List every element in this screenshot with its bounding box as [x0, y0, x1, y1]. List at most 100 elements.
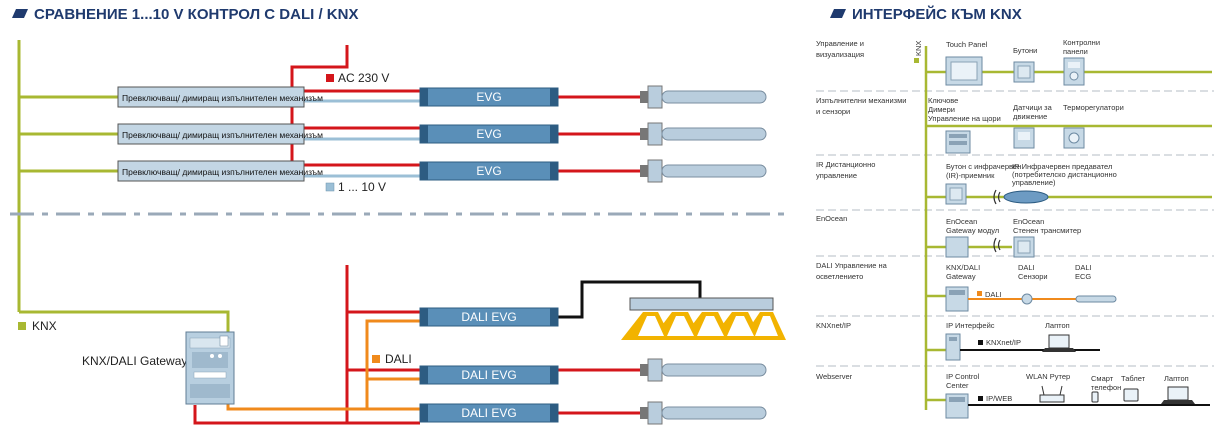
- gateway-label: KNX/DALI Gateway: [82, 354, 187, 368]
- svg-text:EVG: EVG: [476, 164, 501, 178]
- laptop-icon: [1161, 386, 1195, 404]
- ip-interface-device: [945, 333, 961, 361]
- evg-ballast-1: EVG: [419, 87, 559, 107]
- push-button-device: [1013, 61, 1035, 83]
- svg-text:DALI EVG: DALI EVG: [461, 310, 516, 324]
- lamp-tube-2: [640, 122, 767, 146]
- lamp-tube-3: [640, 159, 767, 183]
- category-list: Управление и визуализация Изпълнителни м…: [816, 39, 909, 381]
- switch-actuator-3: Превключващ/ димиращ изпълнителен механи…: [117, 160, 323, 182]
- tablet-label: Таблет: [1121, 374, 1146, 383]
- knx-legend-square: [18, 322, 26, 330]
- svg-text:EVG: EVG: [476, 90, 501, 104]
- svg-text:DALI EVG: DALI EVG: [461, 368, 516, 382]
- ip-control-center-device: [945, 393, 969, 419]
- lamp-tube-5: [640, 401, 767, 425]
- knxnet-ip-label: KNXnet/IP: [986, 338, 1021, 347]
- dali-ecg-label: DALI ECG: [1075, 263, 1094, 281]
- enocean-gateway-label: EnOcean Gateway модул: [946, 217, 999, 235]
- svg-text:EVG: EVG: [476, 127, 501, 141]
- right-header: ИНТЕРФЕЙС КЪМ KNX: [830, 5, 1022, 23]
- ir-button-device: [945, 183, 967, 205]
- tablet-icon: [1123, 388, 1139, 402]
- dali-evg-1: DALI EVG: [419, 307, 559, 327]
- dali-bus-square: [977, 291, 982, 296]
- ac-label: AC 230 V: [338, 71, 389, 85]
- wlan-router-icon: [1039, 385, 1065, 403]
- left-header: СРАВНЕНИЕ 1...10 V КОНТРОЛ С DALI / KNX: [12, 6, 358, 23]
- fixture-cable: [558, 280, 702, 319]
- right-title: ИНТЕРФЕЙС КЪМ KNX: [852, 5, 1022, 23]
- lamp-tube-1: [640, 85, 767, 109]
- ceiling-fixture: [621, 297, 786, 340]
- ir-remote-label: IR Инфрачервен предавател (потребителско…: [1012, 162, 1119, 187]
- control-panel-device: [1063, 57, 1085, 86]
- touch-panel-device: [945, 56, 983, 86]
- category-4: EnOcean: [816, 214, 847, 223]
- header-marker-icon: [12, 9, 28, 18]
- category-3: IR Дистанционно управление: [816, 160, 877, 180]
- buttons-label: Бутони: [1013, 46, 1037, 55]
- volt-legend-square: [325, 182, 335, 192]
- svg-text:Превключващ/ димиращ изпълните: Превключващ/ димиращ изпълнителен механи…: [122, 93, 323, 103]
- category-5: DALI Управление на осветлението: [816, 261, 889, 281]
- laptop-icon: [1042, 334, 1076, 352]
- dali-evg-3: DALI EVG: [419, 403, 559, 423]
- evg-ballast-3: EVG: [419, 161, 559, 181]
- dali-label: DALI: [385, 352, 412, 366]
- touch-panel-label: Touch Panel: [946, 40, 988, 49]
- svg-text:Превключващ/ димиращ изпълните: Превключващ/ димиращ изпълнителен механи…: [122, 130, 323, 140]
- ac-lines-top: [290, 45, 640, 173]
- ir-remote-icon: [993, 189, 1049, 205]
- category-2: Изпълнителни механизми и сензори: [816, 96, 909, 116]
- enocean-switch-label: EnOcean Стенен трансмитер: [1013, 217, 1081, 235]
- smartphone-label: Смарт телефон: [1091, 374, 1121, 392]
- dali-evg-2: DALI EVG: [419, 365, 559, 385]
- header-marker-icon: [830, 9, 846, 18]
- control-panels-label: Контролни панели: [1063, 38, 1102, 56]
- knx-dali-gateway-device: [185, 331, 235, 405]
- motion-sensor-device: [1013, 127, 1035, 149]
- dali-bus-label: DALI: [985, 290, 1002, 299]
- smartphone-icon: [1091, 391, 1099, 403]
- laptop-label-2: Лаптоп: [1164, 374, 1189, 383]
- evg-ballast-2: EVG: [419, 124, 559, 144]
- ip-web-square: [978, 396, 983, 401]
- ac-lines-bottom: [193, 265, 640, 425]
- knx-vertical-square: [914, 58, 919, 63]
- ac-legend-square: [326, 74, 334, 82]
- left-title: СРАВНЕНИЕ 1...10 V КОНТРОЛ С DALI / KNX: [34, 6, 358, 23]
- thermostat-label: Терморегулатори: [1063, 103, 1124, 112]
- ip-control-center-label: IP Control Center: [946, 372, 981, 390]
- keys-label: Ключове Димери Управление на щори: [928, 96, 1001, 123]
- knx-label: KNX: [32, 319, 57, 333]
- laptop-label-1: Лаптоп: [1045, 321, 1070, 330]
- enocean-gateway-device: [945, 236, 969, 258]
- dali-legend-square: [372, 355, 380, 363]
- category-7: Webserver: [816, 372, 853, 381]
- svg-text:DALI EVG: DALI EVG: [461, 406, 516, 420]
- lamp-tube-4: [640, 358, 767, 382]
- dali-ecg-device: [1075, 295, 1117, 303]
- svg-text:Превключващ/ димиращ изпълните: Превключващ/ димиращ изпълнителен механи…: [122, 167, 323, 177]
- thermostat-device: [1063, 127, 1085, 149]
- dali-sensors-label: DALI Сензори: [1018, 263, 1048, 281]
- control-lines-top: [304, 99, 420, 178]
- switch-actuator-2: Превключващ/ димиращ изпълнителен механи…: [117, 123, 323, 145]
- wlan-router-label: WLAN Рутер: [1026, 372, 1070, 381]
- motion-sensor-label: Датчици за движение: [1013, 103, 1054, 121]
- category-1: Управление и визуализация: [816, 39, 866, 59]
- ir-button-label: Бутон с инфрачервен (IR)-приемник: [946, 162, 1023, 180]
- dali-gateway-label: KNX/DALI Gateway: [946, 263, 982, 281]
- ip-web-label: IP/WEB: [986, 394, 1012, 403]
- knxnet-ip-square: [978, 340, 983, 345]
- volt-label: 1 ... 10 V: [338, 180, 386, 194]
- ip-interface-label: IP Интерфейс: [946, 321, 995, 330]
- actuator-device: [945, 130, 971, 154]
- enocean-switch-device: [993, 236, 1035, 258]
- knx-vertical-label: KNX: [914, 41, 923, 56]
- dali-sensor-device: [1021, 293, 1033, 305]
- switch-actuator-1: Превключващ/ димиращ изпълнителен механи…: [117, 86, 323, 108]
- knx-bus-lines: [17, 40, 230, 332]
